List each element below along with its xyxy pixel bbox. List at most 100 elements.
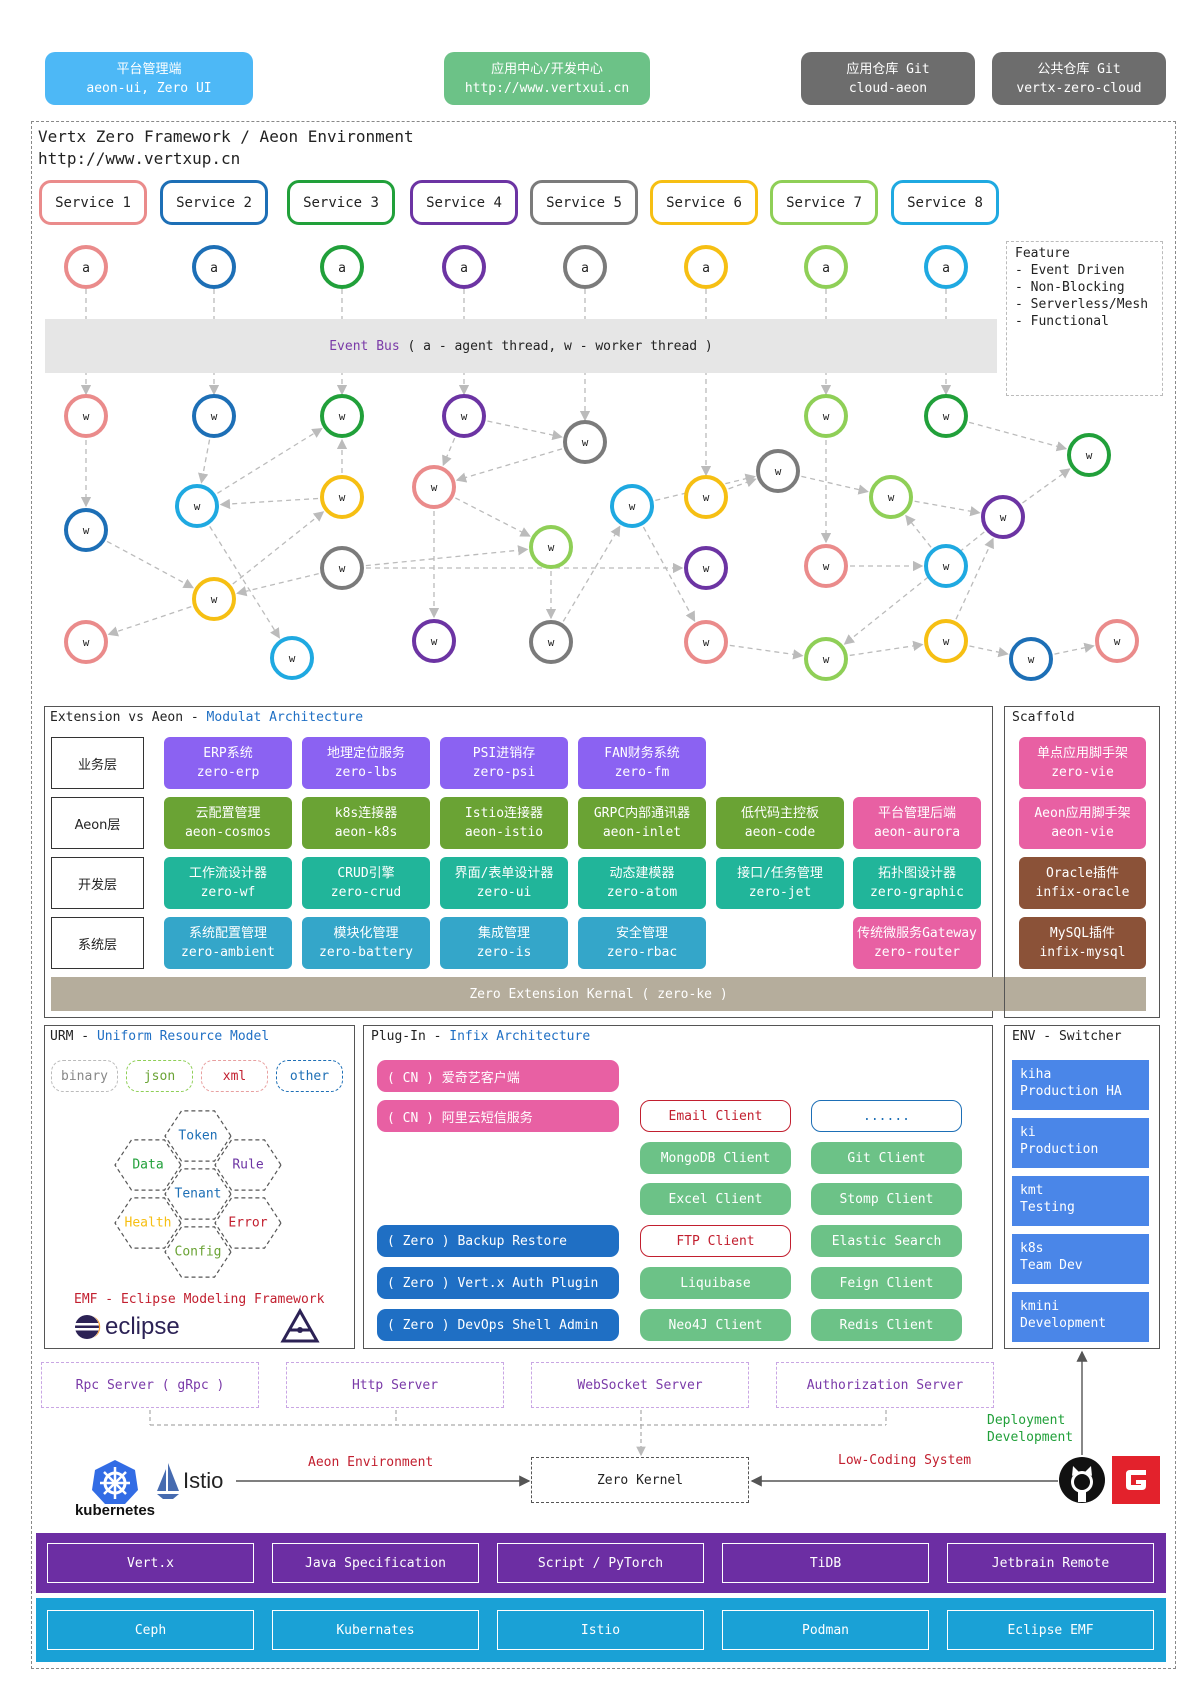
hex-label-error: Error [228, 1215, 268, 1231]
plugin-item-5[interactable]: ( Zero ) DevOps Shell Admin [377, 1309, 619, 1341]
plugin-item-label: ( Zero ) Vert.x Auth Plugin [387, 1275, 599, 1291]
client-label: Email Client [668, 1108, 763, 1124]
plugin-item-2[interactable]: ( CN ) 阿里云短信服务 [377, 1100, 619, 1132]
client-3[interactable]: MongoDB Client [640, 1142, 791, 1174]
zero-kernel-label: Zero Kernel [596, 1472, 684, 1488]
client-label: Liquibase [680, 1275, 751, 1291]
agent-node-label: a [942, 261, 950, 276]
service-4-button[interactable]: Service 4 [410, 180, 518, 225]
module-id: zero-atom [606, 885, 678, 900]
plugin-item-4[interactable]: ( Zero ) Vert.x Auth Plugin [377, 1267, 619, 1299]
framework-url: http://www.vertxup.cn [38, 149, 241, 168]
server-label: Authorization Server [806, 1377, 964, 1393]
module-id: zero-ambient [181, 945, 275, 960]
module-name: FAN财务系统 [604, 746, 680, 761]
top-box-line1: 应用仓库 Git [846, 61, 930, 77]
client-1[interactable]: Email Client [640, 1100, 791, 1132]
service-6-button[interactable]: Service 6 [650, 180, 758, 225]
client-11[interactable]: Neo4J Client [640, 1309, 791, 1341]
client-12[interactable]: Redis Client [811, 1309, 962, 1341]
istio-icon [157, 1463, 179, 1499]
infra-item-5: Eclipse EMF [947, 1610, 1154, 1650]
env-code: kiha [1020, 1067, 1052, 1082]
env-code: k8s [1020, 1241, 1044, 1256]
feature-title: Feature [1015, 246, 1070, 261]
service-3-button[interactable]: Service 3 [287, 180, 395, 225]
env-code: kmt [1020, 1183, 1044, 1198]
runtime-item-4: TiDB [722, 1543, 929, 1583]
hex-label-health: Health [124, 1215, 172, 1231]
env-title: ENV - Switcher [1012, 1029, 1122, 1044]
module-id: zero-lbs [334, 765, 398, 780]
worker-node: w [924, 394, 968, 438]
client-9[interactable]: Liquibase [640, 1267, 791, 1299]
module-name: 云配置管理 [195, 806, 261, 821]
runtime-item-label: Vert.x [127, 1555, 174, 1571]
service-5-button[interactable]: Service 5 [530, 180, 638, 225]
client-5[interactable]: Excel Client [640, 1183, 791, 1215]
service-8-button[interactable]: Service 8 [891, 180, 999, 225]
event-bus-band: Event Bus ( a - agent thread, w - worker… [45, 319, 997, 373]
scaffold-panel [1004, 706, 1160, 1018]
extension-panel [44, 706, 993, 1018]
client-6[interactable]: Stomp Client [811, 1183, 962, 1215]
worker-node-label: w [211, 593, 218, 606]
service-7-button[interactable]: Service 7 [770, 180, 878, 225]
layer-label-2: Aeon层 [51, 797, 144, 849]
plugin-item-3[interactable]: ( Zero ) Backup Restore [377, 1225, 619, 1257]
agent-node-label: a [82, 261, 90, 276]
service-2-button[interactable]: Service 2 [160, 180, 268, 225]
module-name: 系统配置管理 [188, 926, 267, 941]
scaffold-name: Oracle插件 [1046, 866, 1119, 881]
worker-node-label: w [703, 636, 710, 649]
event-bus-desc: ( a - agent thread, w - worker thread ) [407, 338, 713, 354]
service-1-button[interactable]: Service 1 [39, 180, 147, 225]
client-7[interactable]: FTP Client [640, 1225, 791, 1257]
client-2[interactable]: ...... [811, 1100, 962, 1132]
top-box-line2: http://www.vertxui.cn [464, 80, 630, 96]
framework-title: Vertx Zero Framework / Aeon Environment [38, 127, 414, 146]
scaffold-id: infix-mysql [1039, 945, 1126, 960]
client-label: Git Client [847, 1150, 926, 1166]
client-4[interactable]: Git Client [811, 1142, 962, 1174]
client-8[interactable]: Elastic Search [811, 1225, 962, 1257]
client-10[interactable]: Feign Client [811, 1267, 962, 1299]
module-3-0[interactable]: 系统配置管理 zero-ambient [164, 917, 292, 969]
framework-frame [31, 121, 1176, 1669]
plugin-item-1[interactable]: ( CN ) 爱奇艺客户端 [377, 1060, 619, 1092]
feature-item: - Functional [1015, 314, 1109, 329]
